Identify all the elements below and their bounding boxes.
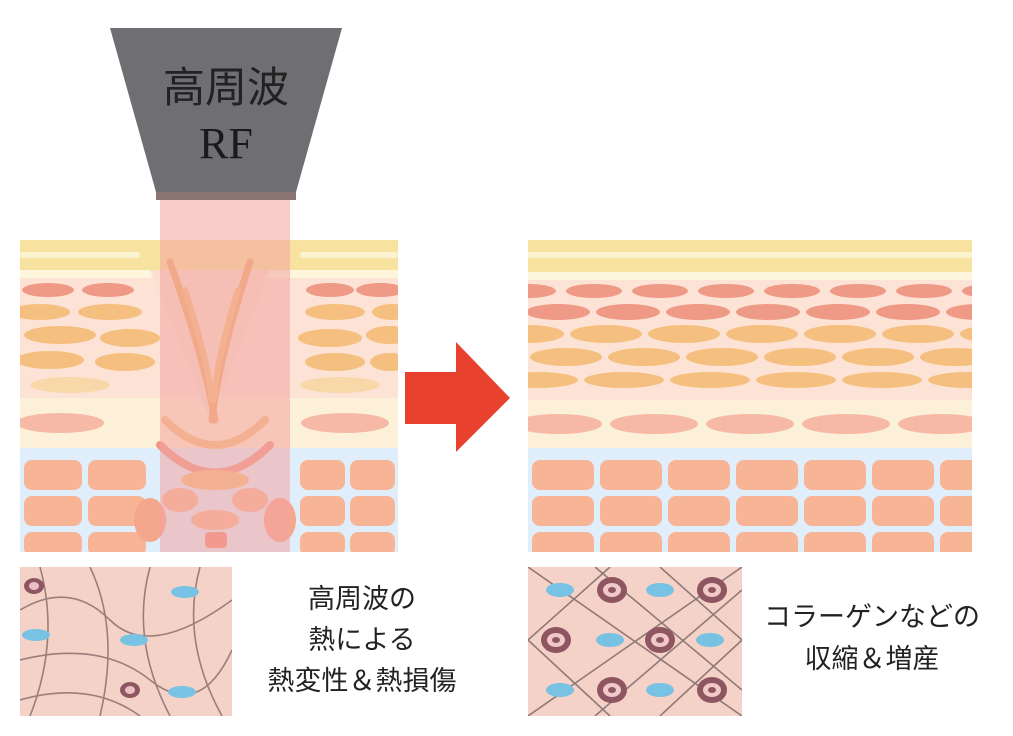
- caption-left-line2: 熱による: [308, 625, 415, 656]
- tissue-closeup-damaged: [20, 567, 232, 716]
- collagen-fiber: [882, 325, 954, 343]
- caption-right: コラーゲンなどの 収縮＆増産: [764, 602, 980, 675]
- caption-right-line2: 収縮＆増産: [805, 644, 940, 675]
- collagen-fiber: [896, 284, 952, 298]
- collagen-fiber: [584, 372, 664, 388]
- fibroblast-cell: [596, 633, 624, 647]
- collagen-fiber: [528, 414, 602, 434]
- fat-cell: [736, 460, 798, 490]
- collagen-fiber: [608, 348, 680, 366]
- collagen-fiber: [876, 304, 940, 320]
- collagen-fibers: [528, 284, 972, 434]
- collagen-fiber: [960, 327, 972, 341]
- collagen-fiber: [706, 414, 794, 434]
- fibroblast-cell: [696, 633, 724, 647]
- fat-cells: [24, 460, 395, 552]
- fat-cell: [872, 532, 934, 552]
- rf-energy-beam: [160, 200, 290, 552]
- fat-cell: [668, 460, 730, 490]
- fat-cell: [804, 460, 866, 490]
- rf-device: 高周波 RF: [110, 28, 342, 552]
- collagen-fiber: [804, 325, 876, 343]
- collagen-fiber: [842, 348, 914, 366]
- collagen-fiber: [736, 304, 800, 320]
- collagen-fiber: [920, 348, 972, 366]
- caption-left-line1: 高周波の: [308, 584, 416, 615]
- fibroblast-cell: [22, 629, 50, 641]
- fat-cell: [668, 532, 730, 552]
- collagen-fiber: [898, 414, 972, 434]
- collagen-fiber: [962, 285, 972, 297]
- collagen-fiber: [946, 304, 972, 320]
- fibroblast-cell: [546, 683, 574, 697]
- fibroblast-cell: [120, 634, 148, 646]
- caption-left: 高周波の 熱による 熱変性＆熱損傷: [268, 584, 457, 697]
- collagen-fiber: [528, 325, 564, 343]
- fat-cell: [736, 532, 798, 552]
- fat-cell: [804, 532, 866, 552]
- collagen-fiber: [764, 284, 820, 298]
- fat-cell: [804, 496, 866, 526]
- fibroblast-cell: [546, 583, 574, 597]
- collagen-fiber: [528, 304, 590, 320]
- caption-left-line3: 熱変性＆熱損傷: [268, 666, 457, 697]
- collagen-fiber: [928, 372, 972, 388]
- collagen-fiber: [596, 304, 660, 320]
- collagen-fiber: [764, 348, 836, 366]
- fat-cell: [940, 532, 972, 552]
- collagen-fiber: [632, 284, 688, 298]
- collagen-fiber: [698, 284, 754, 298]
- fibroblast-cell: [646, 683, 674, 697]
- fat-cell: [600, 460, 662, 490]
- collagen-fiber: [570, 325, 642, 343]
- fat-cell: [940, 460, 972, 490]
- collagen-fiber: [726, 325, 798, 343]
- fat-cell: [532, 532, 594, 552]
- cell-nucleus: [24, 578, 140, 698]
- collagen-fiber: [528, 284, 556, 298]
- collagen-fiber: [842, 372, 922, 388]
- arrow-right-icon: [405, 342, 510, 452]
- tissue-closeup-restored: [528, 567, 742, 716]
- collagen-fiber: [566, 284, 622, 298]
- fat-cell: [872, 460, 934, 490]
- fat-cell: [668, 496, 730, 526]
- skin-after-treatment: [528, 240, 972, 552]
- fibroblast-cell: [646, 583, 674, 597]
- collagen-fibers: [20, 283, 398, 433]
- fat-cell: [940, 496, 972, 526]
- collagen-fiber: [802, 414, 890, 434]
- collagen-fiber: [530, 348, 602, 366]
- device-label-line1: 高周波: [163, 63, 289, 112]
- fat-cells: [532, 460, 972, 552]
- collagen-fiber: [666, 304, 730, 320]
- collagen-fiber: [756, 372, 836, 388]
- caption-right-line1: コラーゲンなどの: [764, 602, 980, 633]
- fat-cell: [736, 496, 798, 526]
- collagen-fiber: [830, 284, 886, 298]
- fat-cell: [532, 496, 594, 526]
- rf-probe-head: [110, 28, 342, 192]
- collagen-fiber: [610, 414, 698, 434]
- device-label-line2: RF: [199, 119, 253, 168]
- fat-cell: [600, 532, 662, 552]
- collagen-fiber: [648, 325, 720, 343]
- fat-cell: [600, 496, 662, 526]
- collagen-fiber: [670, 372, 750, 388]
- fibroblast-cell: [171, 586, 199, 598]
- fat-cell: [532, 460, 594, 490]
- collagen-fiber: [528, 372, 578, 388]
- collagen-fiber: [806, 304, 870, 320]
- fibroblast-cell: [168, 686, 196, 698]
- fat-cell: [872, 496, 934, 526]
- collagen-fiber: [686, 348, 758, 366]
